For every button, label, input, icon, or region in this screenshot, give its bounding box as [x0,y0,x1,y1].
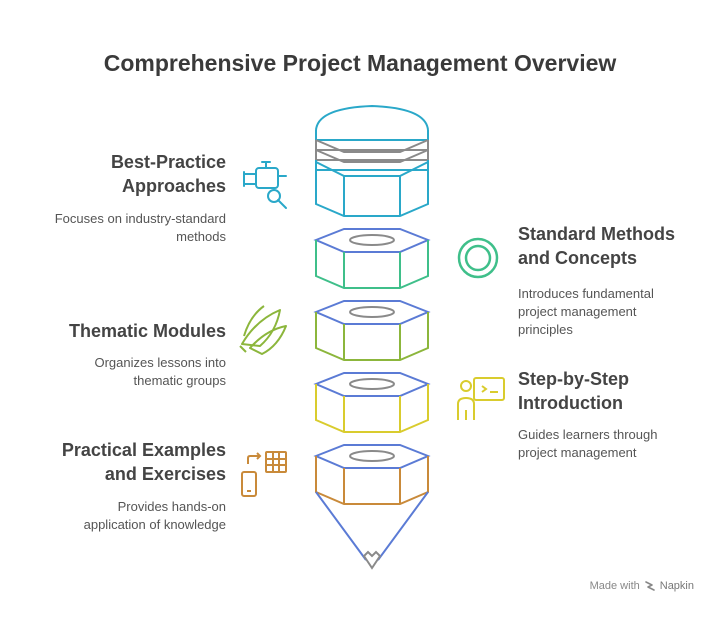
desc-thematic-modules: Organizes lessons into thematic groups [94,355,226,388]
leaves-icon [239,305,287,355]
pencil-tip [315,491,429,570]
desc-step-by-step: Guides learners through project manageme… [518,427,658,460]
made-with-napkin: Made with Napkin [590,580,694,592]
nut-yellow [313,372,431,433]
phone-sheet-icon [241,451,287,497]
nut-teal [313,228,431,289]
top-cap-layer [315,104,429,217]
nut-green [313,300,431,361]
heading-best-practice: Best-Practice Approaches [110,152,226,196]
heading-standard-methods: Standard Methods and Concepts [518,224,676,268]
valve-search-icon [243,161,287,209]
presenter-icon [457,377,505,420]
page-title: Comprehensive Project Management Overvie… [103,50,617,76]
heading-step-by-step: Step-by-Step Introduction [518,369,630,413]
ring-icon [457,237,499,279]
heading-thematic-modules: Thematic Modules [68,321,226,341]
desc-best-practice: Focuses on industry-standard methods [54,211,226,244]
desc-standard-methods: Introduces fundamental project managemen… [518,286,654,337]
napkin-logo-icon [644,581,655,591]
heading-practical-examples: Practical Examples and Exercises [61,440,226,484]
desc-practical-examples: Provides hands-on application of knowled… [83,499,226,532]
nut-orange [313,444,431,505]
napkin-brand-label: Napkin [659,580,694,592]
made-with-label: Made with [589,580,640,592]
